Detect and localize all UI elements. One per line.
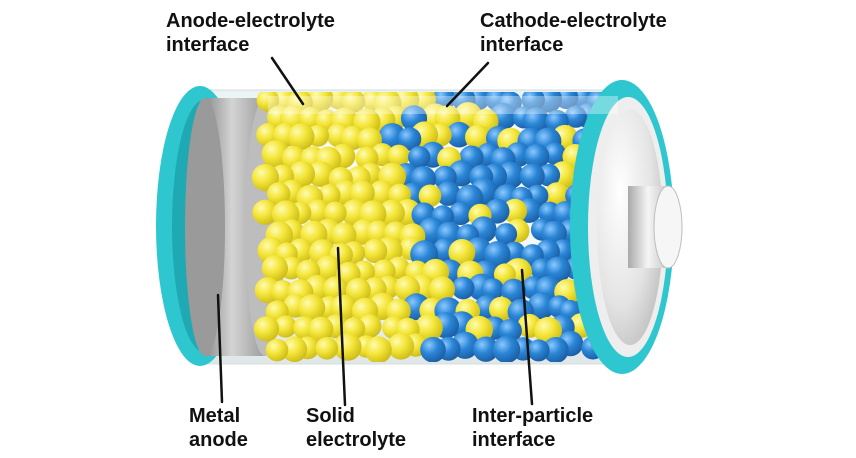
particle	[397, 127, 422, 151]
label-line: Solid	[306, 405, 355, 427]
particle	[331, 222, 357, 248]
particle	[465, 124, 491, 150]
particle	[318, 184, 341, 207]
particle	[265, 338, 289, 362]
label-line: interface	[472, 429, 556, 451]
particle	[287, 123, 315, 150]
particle	[306, 92, 334, 112]
particle	[448, 239, 476, 266]
particle	[523, 107, 550, 134]
particle	[501, 278, 526, 304]
particle	[495, 223, 518, 246]
battery-terminal	[628, 185, 683, 269]
particle	[448, 201, 473, 226]
leader-solid-electrolyte	[336, 246, 347, 407]
particle	[252, 199, 278, 225]
particle	[418, 184, 442, 208]
particle	[387, 144, 410, 167]
particle	[408, 146, 431, 169]
label-cathode-electrolyte-interface: Cathode-electrolyte interface	[480, 9, 667, 57]
particle	[323, 276, 348, 302]
particle	[261, 255, 288, 282]
particle	[446, 121, 472, 148]
particle	[362, 238, 388, 264]
particle	[492, 335, 521, 362]
particle	[306, 199, 330, 224]
particle	[545, 182, 569, 207]
particle	[521, 92, 545, 112]
label-line: interface	[480, 34, 564, 56]
particle	[502, 198, 527, 224]
particle	[451, 276, 475, 300]
particle	[524, 143, 550, 169]
label-metal-anode: Metal anode	[189, 404, 248, 452]
leader-cathode-interface	[445, 61, 490, 108]
label-line: electrolyte	[306, 429, 407, 451]
label-line: Inter-particle	[472, 405, 594, 427]
particle	[368, 180, 395, 206]
particle	[281, 336, 308, 362]
particle	[528, 292, 555, 320]
particle	[315, 255, 342, 281]
particle	[256, 92, 280, 112]
label-line: Anode-electrolyte	[166, 10, 335, 32]
particle	[542, 337, 569, 362]
particle	[315, 337, 339, 360]
label-line: Metal	[189, 405, 241, 427]
particle	[564, 105, 587, 128]
particle	[274, 315, 297, 338]
leader-metal-anode	[216, 293, 224, 404]
particle	[298, 294, 326, 322]
particle	[345, 277, 371, 303]
label-anode-electrolyte-interface: Anode-electrolyte interface	[166, 9, 335, 57]
label-line: Cathode-electrolyte	[480, 10, 667, 32]
particle	[527, 339, 550, 362]
particle	[415, 313, 443, 342]
particle	[435, 181, 461, 206]
particle	[308, 316, 334, 342]
particle	[307, 161, 334, 188]
label-inter-particle-interface: Inter-particle interface	[472, 404, 593, 452]
particle-packing	[251, 92, 626, 362]
particle	[543, 142, 566, 165]
leader-interparticle	[520, 268, 534, 406]
particle	[545, 256, 571, 283]
particle	[519, 163, 545, 189]
particle	[489, 296, 514, 322]
particle	[253, 316, 280, 342]
leader-anode-interface	[270, 56, 305, 106]
label-line: anode	[189, 429, 248, 451]
particle	[267, 182, 291, 206]
particle	[420, 336, 446, 362]
particle	[429, 276, 455, 303]
particle	[342, 92, 366, 113]
label-solid-electrolyte: Solid electrolyte	[306, 404, 406, 452]
particle	[484, 241, 511, 268]
particle	[387, 332, 415, 360]
particle	[330, 294, 357, 321]
particle	[324, 201, 347, 225]
particle	[364, 336, 392, 362]
particle	[333, 333, 362, 361]
particle	[473, 336, 499, 362]
label-line: interface	[166, 34, 250, 56]
